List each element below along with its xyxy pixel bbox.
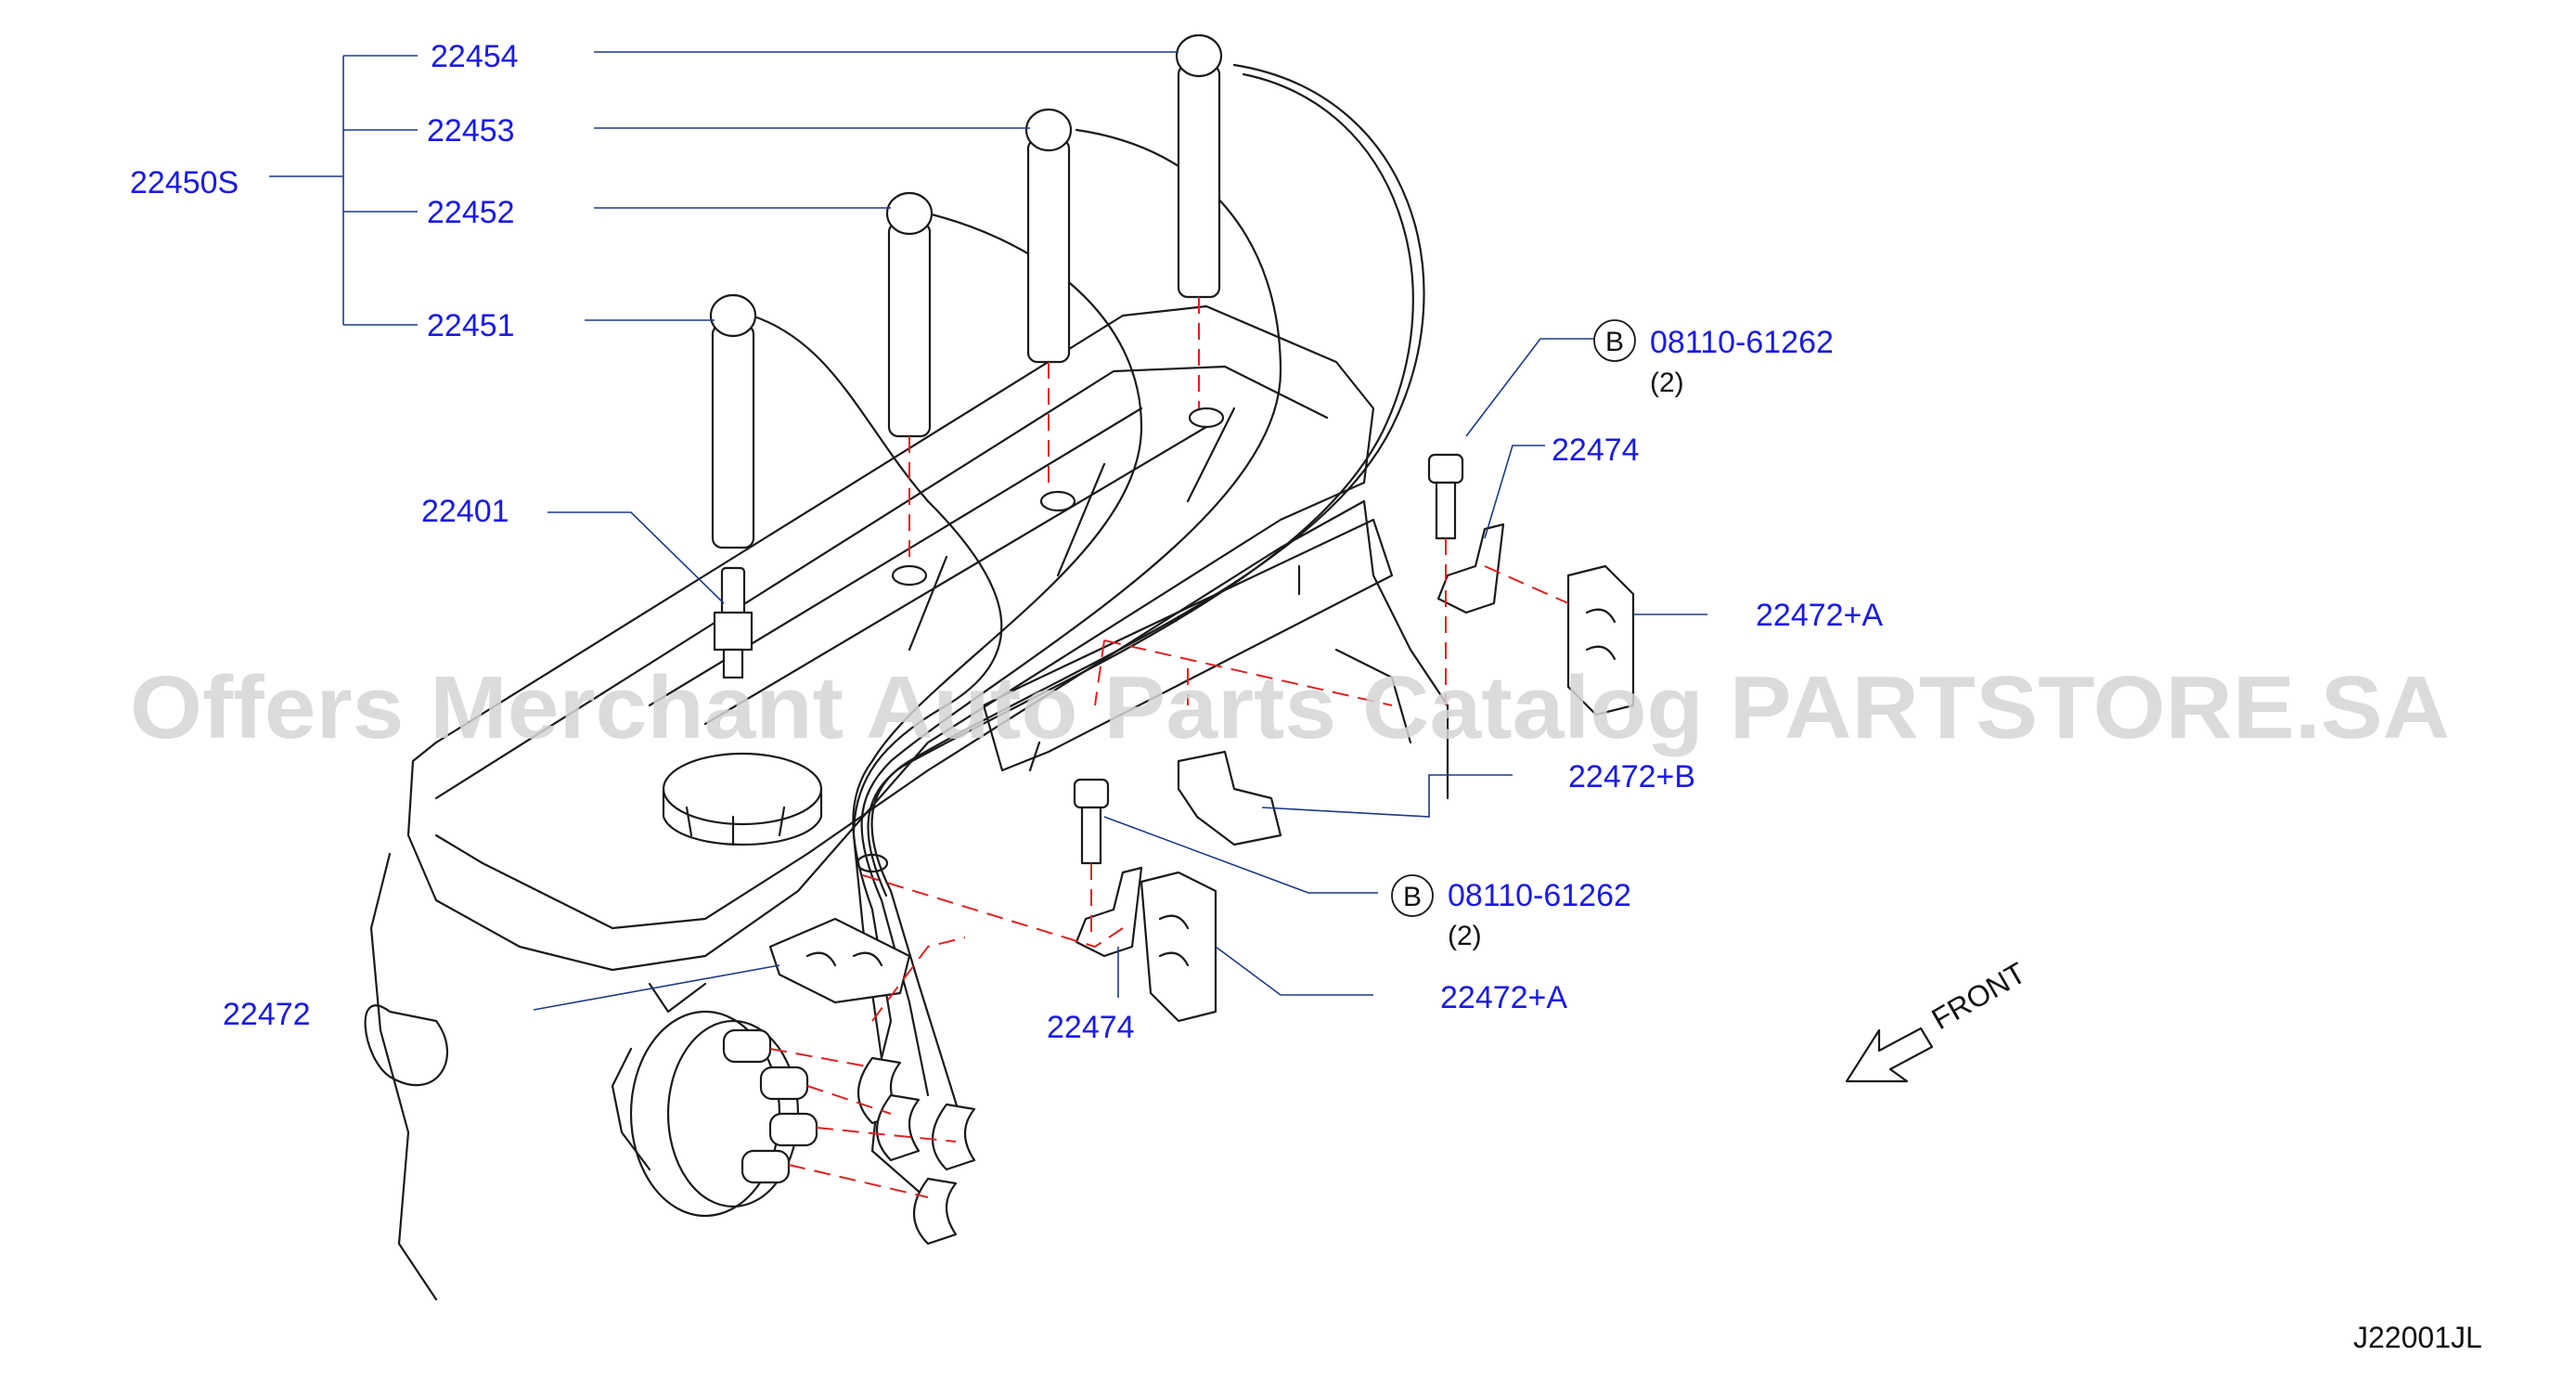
part-label-22451[interactable]: 22451 (427, 308, 515, 343)
part-label-22474-top[interactable]: 22474 (1552, 433, 1640, 468)
distributor-drawing (611, 1010, 818, 1218)
part-label-22472a-top[interactable]: 22472+A (1756, 598, 1883, 633)
bolt-marker-top-letter: B (1605, 327, 1624, 357)
part-label-22472a-bottom[interactable]: 22472+A (1440, 980, 1567, 1015)
callouts: 22450S 22454 22453 22452 22451 22401 B 0… (130, 39, 1883, 1045)
part-label-08110-61262-bottom[interactable]: 08110-61262 (1448, 878, 1631, 913)
engine-drawing (364, 304, 1449, 1301)
quantity-bottom: (2) (1448, 921, 1482, 951)
part-label-22401[interactable]: 22401 (421, 494, 509, 529)
front-label: FRONT (1926, 956, 2031, 1036)
part-label-08110-61262-top[interactable]: 08110-61262 (1650, 325, 1834, 360)
quantity-top: (2) (1650, 368, 1684, 398)
part-label-22450s[interactable]: 22450S (130, 165, 238, 200)
part-label-22474-bottom[interactable]: 22474 (1047, 1010, 1135, 1045)
hardware-drawing (768, 453, 1635, 1023)
part-label-22452[interactable]: 22452 (427, 195, 515, 230)
part-label-22472b[interactable]: 22472+B (1568, 759, 1695, 794)
bolt-marker-bottom-letter: B (1403, 882, 1422, 912)
ignition-wires (709, 33, 1425, 1246)
part-label-22454[interactable]: 22454 (431, 39, 519, 74)
watermark-text: Offers Merchant Auto Parts Catalog PARTS… (130, 658, 2450, 757)
bolt-marker-bottom (1391, 874, 1434, 917)
bolt-marker-top (1593, 319, 1636, 362)
part-label-22453[interactable]: 22453 (427, 113, 515, 149)
assembly-lines (769, 297, 1569, 1198)
front-arrow: FRONT (1845, 956, 2031, 1083)
spark-plug-drawing (713, 566, 753, 679)
leader-lines (269, 51, 1707, 1011)
diagram-reference-code: J22001JL (2353, 1321, 2482, 1354)
part-label-22472[interactable]: 22472 (223, 997, 311, 1032)
